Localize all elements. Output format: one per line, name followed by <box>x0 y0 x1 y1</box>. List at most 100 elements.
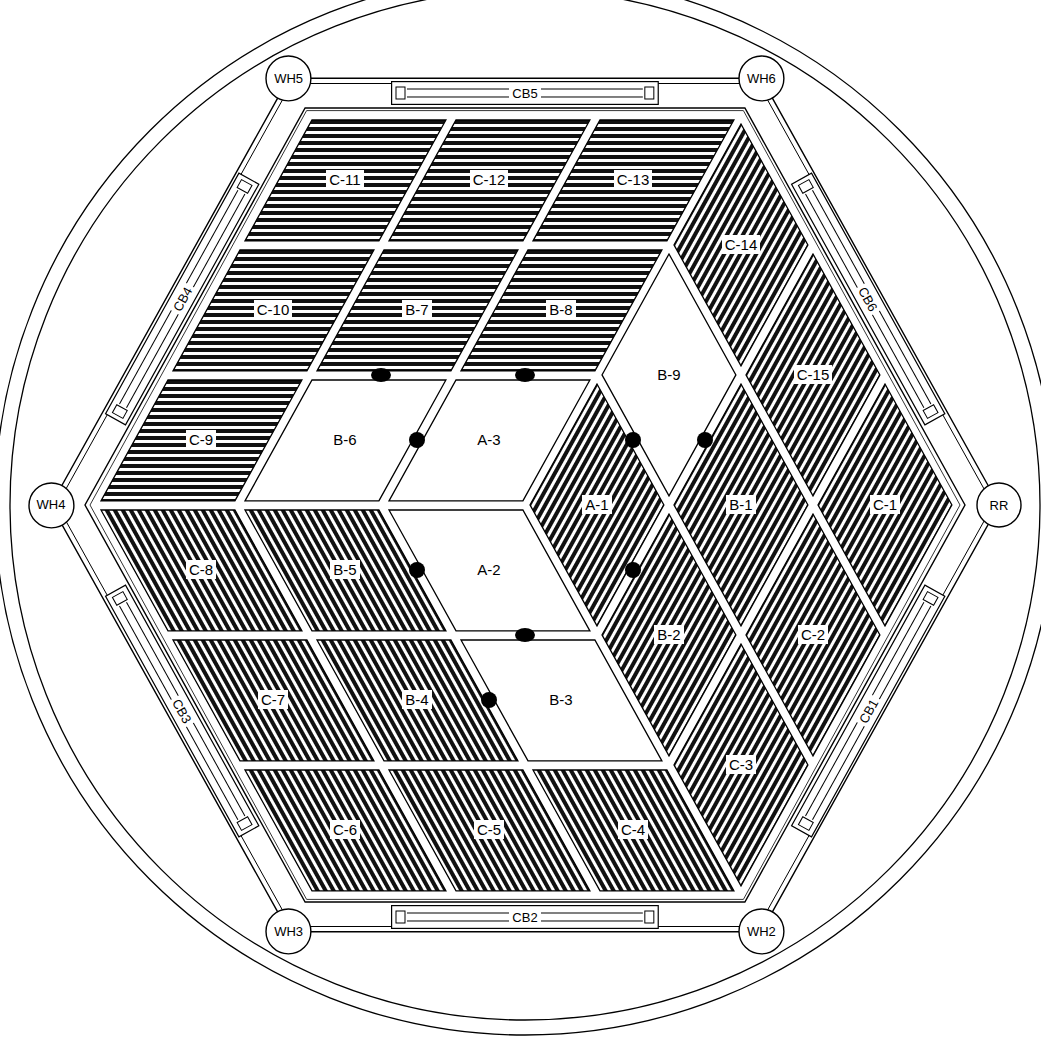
element-label: B-8 <box>546 300 575 319</box>
blade-end <box>112 591 127 605</box>
hole-label: WH4 <box>34 496 69 513</box>
element-label: C-5 <box>474 820 504 839</box>
black-dot <box>515 628 535 642</box>
hole-label: WH5 <box>271 70 306 87</box>
element-label: C-8 <box>186 560 216 579</box>
blade-end <box>112 405 127 419</box>
label-box: CB5 <box>391 81 659 105</box>
hole-circle <box>266 56 311 101</box>
element-label: B-9 <box>654 365 683 384</box>
hole-circle <box>739 909 784 954</box>
label-box: C-9 <box>101 380 302 501</box>
control-blade: CB5 <box>391 81 659 105</box>
element-label: B-1 <box>726 495 755 514</box>
hatched-rhombus <box>101 380 302 501</box>
element-label: A-1 <box>582 495 611 514</box>
black-dot <box>481 692 497 708</box>
corner-hole: RR <box>976 482 1022 528</box>
element-label: C-1 <box>870 495 900 514</box>
blade-end <box>396 911 405 923</box>
black-dot <box>697 432 713 448</box>
blade-label: CB5 <box>509 85 540 102</box>
corner-hole: WH6 <box>738 55 785 102</box>
hole-label: WH3 <box>271 923 306 940</box>
black-dot <box>371 368 391 382</box>
blade-label: CB3 <box>167 693 197 729</box>
element-label: C-7 <box>258 690 288 709</box>
hole-label: WH2 <box>744 923 779 940</box>
corner-hole: WH4 <box>28 482 75 529</box>
element-label: C-6 <box>330 820 360 839</box>
blade-outline <box>792 585 945 837</box>
element-label: C-2 <box>798 625 828 644</box>
corner-hole: WH3 <box>265 908 312 955</box>
label-box: RR <box>976 482 1022 528</box>
control-blade: CB2 <box>391 905 659 929</box>
core-boundary <box>85 108 965 902</box>
blade-end <box>237 816 252 830</box>
element-label: B-7 <box>402 300 431 319</box>
fuel-element: C-9 <box>101 380 302 501</box>
blade-end <box>923 405 938 419</box>
core-frame <box>57 84 993 927</box>
white-rhombus <box>389 510 590 631</box>
blade-label: CB4 <box>167 282 197 318</box>
black-dot <box>625 562 641 578</box>
element-label: B-6 <box>330 430 359 449</box>
element-label: A-3 <box>474 430 503 449</box>
blade-label: CB1 <box>853 693 883 729</box>
element-ground <box>101 380 302 501</box>
black-dot <box>409 562 425 578</box>
element-label: B-4 <box>402 690 431 709</box>
label-box: WH2 <box>738 908 785 955</box>
blade-label: CB6 <box>853 282 883 318</box>
core-frame <box>51 78 999 931</box>
element-ground <box>389 510 590 631</box>
label-box: WH3 <box>265 908 312 955</box>
blade-outline <box>105 585 258 837</box>
hole-circle <box>266 909 311 954</box>
blade-end <box>645 911 654 923</box>
blade-end <box>798 180 813 194</box>
corner-hole: WH5 <box>265 55 312 102</box>
label-box: WH6 <box>738 55 785 102</box>
element-label: C-4 <box>618 820 648 839</box>
black-dot <box>515 368 535 382</box>
element-ground <box>533 770 734 891</box>
element-label: C-12 <box>470 170 509 189</box>
corner-hole: WH2 <box>738 908 785 955</box>
element-label: A-2 <box>474 560 503 579</box>
hole-circle <box>739 56 784 101</box>
blade-end <box>923 591 938 605</box>
core-boundary <box>90 111 960 900</box>
blade-end <box>396 87 405 99</box>
hole-circle <box>977 483 1021 527</box>
element-label: B-2 <box>654 625 683 644</box>
element-label: C-3 <box>726 755 756 774</box>
blade-line <box>126 602 244 816</box>
label-box: CB2 <box>391 905 659 929</box>
blade-label: CB2 <box>509 909 540 926</box>
element-label: B-5 <box>330 560 359 579</box>
black-dot <box>625 432 641 448</box>
hole-label: RR <box>987 497 1012 514</box>
hole-circle <box>29 483 74 528</box>
blade-end <box>645 87 654 99</box>
label-box: WH4 <box>28 482 75 529</box>
element-label: C-10 <box>254 300 293 319</box>
fuel-element: C-4 <box>533 770 734 891</box>
element-label: C-9 <box>186 430 216 449</box>
blade-end <box>798 816 813 830</box>
label-box: C-4 <box>533 770 734 891</box>
hatched-rhombus <box>533 770 734 891</box>
element-label: C-15 <box>794 365 833 384</box>
element-label: B-3 <box>546 690 575 709</box>
vessel-wall <box>10 0 1040 1020</box>
blade-outline <box>392 82 659 105</box>
hole-label: WH6 <box>744 70 779 87</box>
element-label: C-13 <box>614 170 653 189</box>
blade-line <box>119 606 237 820</box>
